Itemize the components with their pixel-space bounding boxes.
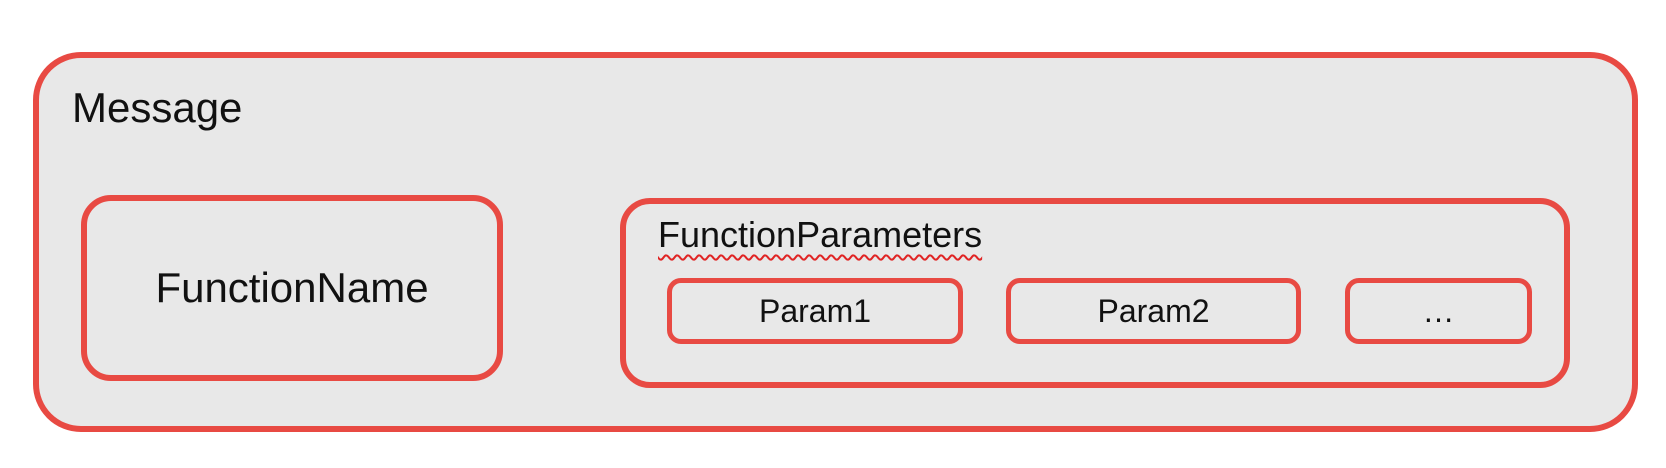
param-ellipsis-label: … — [1422, 292, 1455, 329]
param-ellipsis-box: … — [1345, 278, 1532, 344]
param2-box: Param2 — [1006, 278, 1301, 344]
message-container-box: Message FunctionName FunctionParameters … — [33, 52, 1638, 432]
function-name-label: FunctionName — [155, 264, 429, 311]
function-parameters-box: FunctionParameters Param1 Param2 … — [620, 198, 1570, 388]
message-label: Message — [72, 84, 243, 131]
function-parameters-label: FunctionParameters — [658, 214, 983, 255]
param1-box: Param1 — [667, 278, 963, 344]
param1-label: Param1 — [758, 292, 872, 329]
function-name-box: FunctionName — [81, 195, 503, 381]
param2-label: Param2 — [1097, 292, 1210, 329]
